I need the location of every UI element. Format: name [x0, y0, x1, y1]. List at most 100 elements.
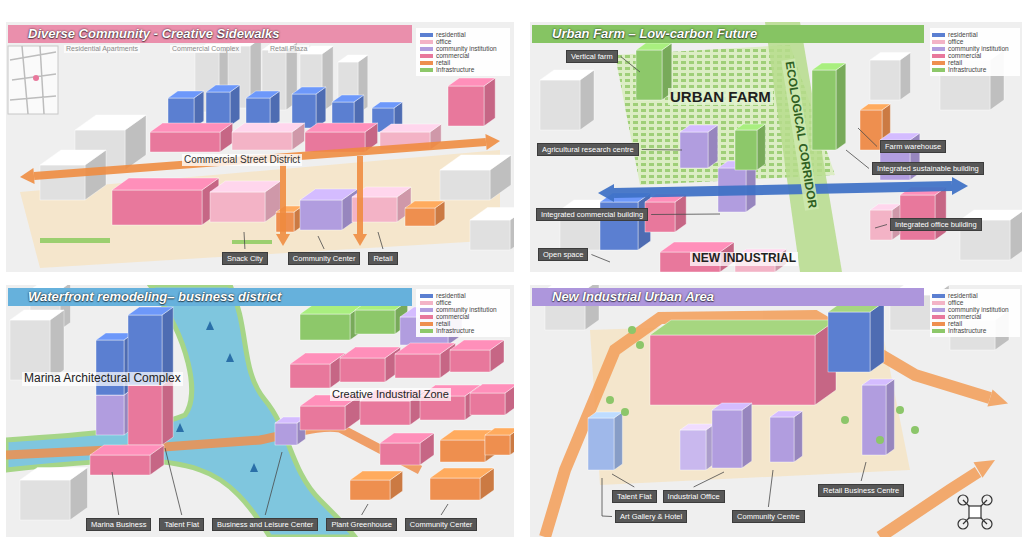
legend-row: Infrastructure [932, 66, 986, 73]
building-block [340, 347, 400, 382]
panel-illustration [530, 22, 1022, 272]
legend-panel [416, 28, 510, 76]
tag-text: Community Center [410, 520, 473, 529]
street-arrow [20, 134, 500, 246]
legend-text: community institution [948, 306, 1009, 313]
tag-text: Talent Flat [617, 492, 652, 501]
label-tag: Marina Business [86, 518, 151, 531]
leader-line [642, 149, 682, 151]
building-block [828, 312, 870, 372]
building-block [680, 132, 708, 168]
legend-swatch [420, 68, 433, 72]
label-tag: Open space [538, 248, 588, 261]
building-block [210, 192, 265, 222]
legend-panel [416, 289, 510, 337]
tag-text: Plant Greenhouse [331, 520, 391, 529]
building-block [680, 125, 718, 168]
legend-swatch [420, 54, 433, 58]
building-block [485, 435, 510, 455]
building-block [90, 445, 164, 455]
boat [226, 353, 234, 362]
building-block [860, 110, 882, 150]
axis-arrow [598, 177, 968, 202]
legend-swatch [932, 33, 945, 37]
legend-text: community institution [436, 45, 497, 52]
building-block [206, 85, 240, 126]
building-block [128, 385, 162, 445]
building-block [870, 60, 900, 100]
legend-swatch [932, 322, 945, 326]
leader-line [112, 472, 119, 515]
legend-swatch [932, 308, 945, 312]
building-block [660, 242, 734, 252]
legend-swatch [932, 54, 945, 58]
building-block [290, 353, 345, 364]
building-block [372, 102, 402, 108]
building-block [812, 63, 846, 70]
building-block [10, 285, 514, 520]
building-block [112, 178, 219, 225]
building-block [405, 201, 445, 226]
building-block [735, 130, 757, 170]
label-tag: Community Centre [732, 510, 805, 523]
drone-icon [969, 506, 981, 518]
area-label: Commercial Complex [170, 45, 241, 53]
road [974, 460, 996, 478]
building-block [900, 53, 911, 101]
legend-text: community institution [948, 45, 1009, 52]
tree [841, 416, 849, 424]
area-label: Retail Plaza [268, 45, 309, 53]
ground [6, 285, 514, 537]
area-label: ECOLOGICAL CORRIDOR [781, 59, 818, 212]
building-block [794, 411, 802, 462]
label-tag: Plant Greenhouse [326, 518, 396, 531]
building-block [20, 468, 88, 481]
leader-line [694, 472, 724, 487]
building-block [150, 123, 233, 152]
axis-arrow [598, 184, 614, 202]
building-block [485, 428, 514, 435]
building-block [712, 410, 742, 468]
building-block [350, 480, 390, 500]
site-map [8, 46, 58, 114]
street-arrow [353, 234, 367, 246]
site-map [8, 46, 58, 114]
axis-arrow [614, 186, 952, 193]
building-block [680, 424, 714, 430]
legend-swatch [932, 294, 945, 298]
legend-text: community institution [436, 306, 497, 313]
building-block [600, 193, 651, 250]
tree [876, 436, 884, 444]
legend-swatch [420, 308, 433, 312]
label-tag: Integrated office building [890, 218, 982, 231]
street-arrow [34, 142, 486, 176]
label-tag: Community Center [288, 252, 361, 265]
tree [621, 408, 629, 416]
tag-text: Agricultural research centre [542, 145, 634, 154]
building-block [650, 320, 836, 405]
building-block [246, 91, 280, 98]
tag-text: Industrial Office [668, 492, 720, 501]
label-tag: Agricultural research centre [537, 143, 639, 156]
drone-icon [982, 495, 992, 505]
drone-icon [958, 519, 968, 529]
legend-row: commercial [420, 52, 469, 59]
legend-text: commercial [436, 313, 469, 320]
building-block [75, 115, 146, 130]
building-block [300, 189, 357, 200]
building-block [340, 347, 400, 358]
building-block [128, 377, 173, 445]
street-arrow [280, 160, 286, 236]
area-label: Creative Industrial Zone [330, 388, 451, 401]
building-block [470, 208, 514, 251]
building-block [812, 63, 846, 150]
leader-line [441, 504, 448, 515]
boat [206, 321, 214, 330]
building-block [870, 302, 884, 372]
legend-swatch [932, 61, 945, 65]
legend-row: commercial [932, 313, 981, 320]
legend-text: retail [436, 320, 450, 327]
